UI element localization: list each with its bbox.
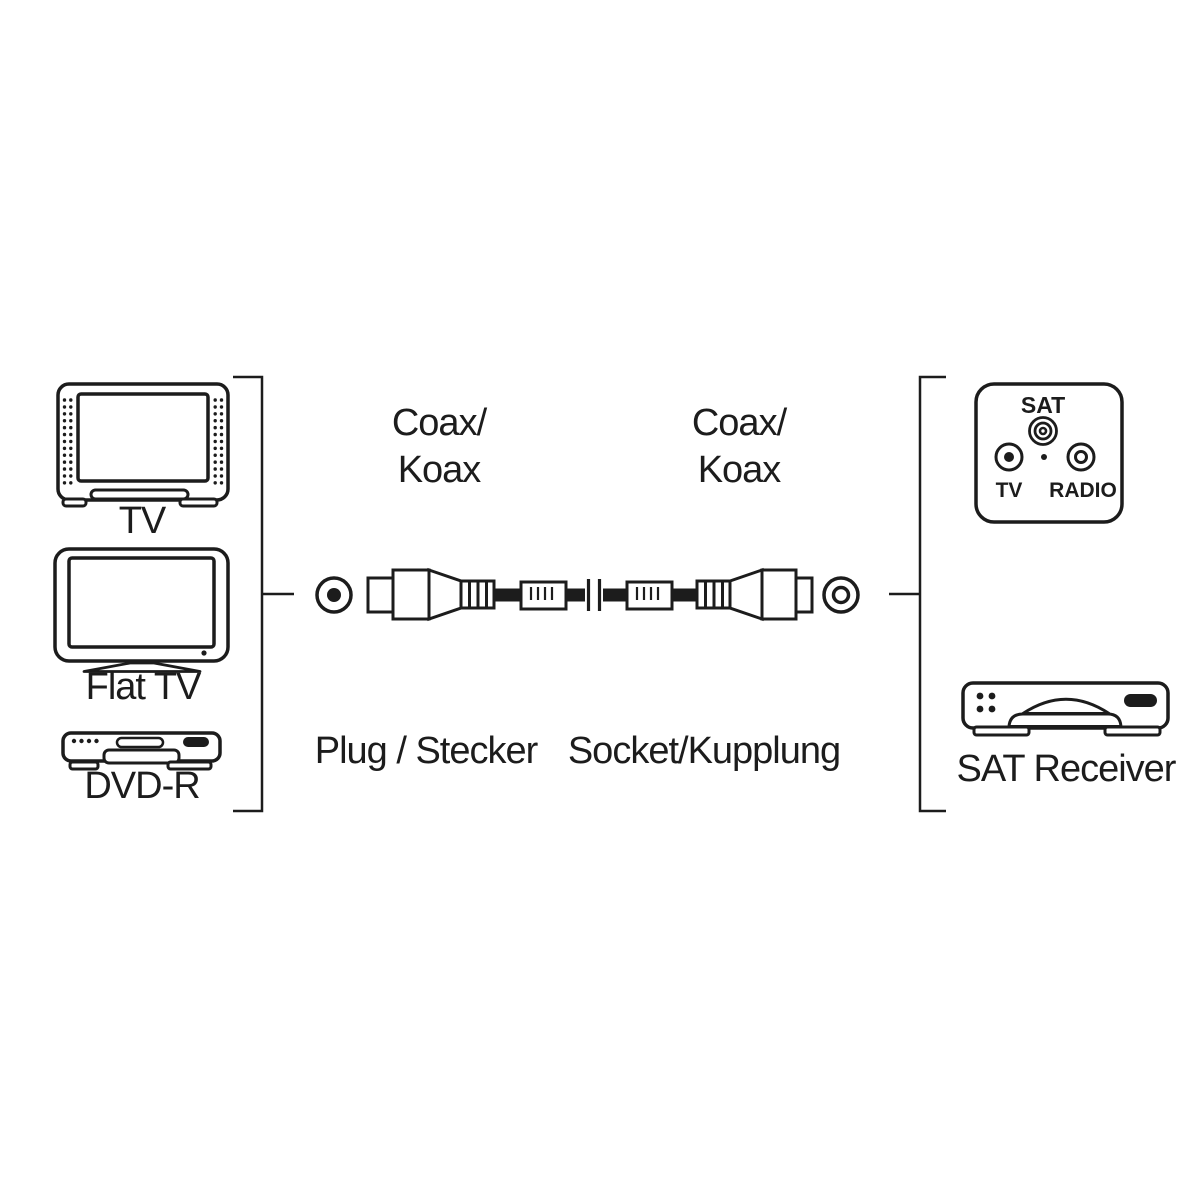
sat-receiver-dots xyxy=(976,692,996,713)
socket-label: Socket/Kupplung xyxy=(567,730,841,772)
coax-label-left-line1: Coax/ xyxy=(391,402,487,444)
right-bracket xyxy=(889,375,946,813)
crt-tv-speaker-dots xyxy=(62,398,224,491)
coax-cable-icon xyxy=(315,567,860,622)
crt-tv-icon xyxy=(56,382,230,508)
cable-line xyxy=(494,579,697,611)
coax-label-left-line2: Koax xyxy=(397,449,482,491)
coax-plug-connector xyxy=(366,567,496,622)
tv-connector xyxy=(994,442,1024,472)
mounting-screw-dot xyxy=(1041,454,1047,460)
sat-receiver-icon xyxy=(961,681,1170,737)
coax-socket-connector xyxy=(695,567,814,622)
flat-tv-label: Flat TV xyxy=(85,666,202,708)
dvd-r-label: DVD-R xyxy=(84,765,200,807)
sat-receiver-button xyxy=(1124,694,1157,707)
wall-socket-sat-label: SAT xyxy=(1020,392,1066,418)
plug-end-icon xyxy=(315,576,353,614)
left-bracket xyxy=(233,375,294,813)
dvd-recorder-icon xyxy=(61,731,222,771)
coax-label-right-line2: Koax xyxy=(697,449,782,491)
sat-receiver-label: SAT Receiver xyxy=(956,748,1177,790)
flat-tv-icon xyxy=(53,547,230,673)
sat-f-connector xyxy=(1028,416,1058,446)
tv-label: TV xyxy=(118,500,167,542)
sat-receiver-tray-base xyxy=(1007,712,1123,728)
coax-label-right-line1: Coax/ xyxy=(691,402,787,444)
plug-label: Plug / Stecker xyxy=(314,730,539,772)
radio-connector xyxy=(1066,442,1096,472)
wall-socket-radio-label: RADIO xyxy=(1049,479,1117,502)
coax-label-right: Coax/ Koax xyxy=(691,400,787,494)
dvd-recorder-dots xyxy=(71,738,99,744)
wall-socket-tv-label: TV xyxy=(995,479,1023,502)
sat-receiver-dome xyxy=(1021,697,1111,715)
coax-label-left: Coax/ Koax xyxy=(391,400,487,494)
socket-end-icon xyxy=(822,576,860,614)
sat-wall-socket-icon xyxy=(974,382,1124,524)
